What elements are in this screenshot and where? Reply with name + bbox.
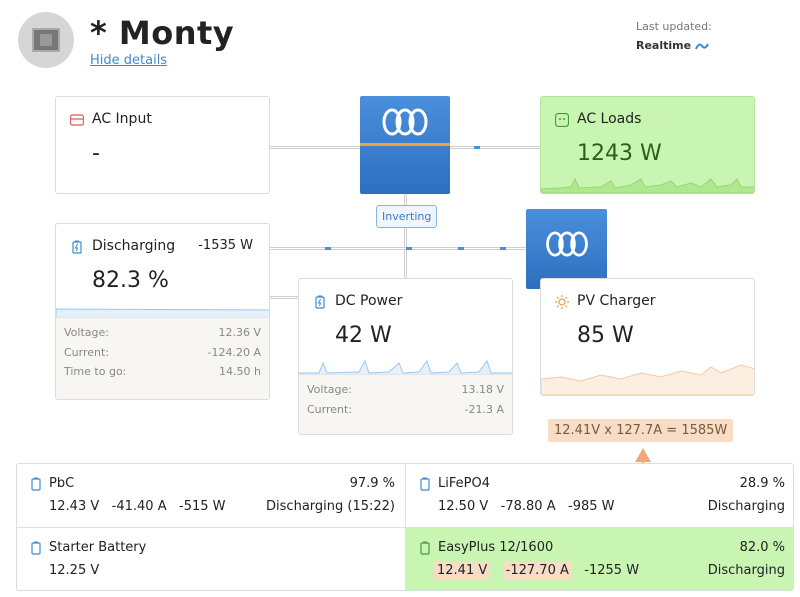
highlighted-current: -127.70 A	[503, 562, 572, 579]
flow-dot	[458, 247, 464, 250]
battery-power: -1535 W	[198, 238, 253, 253]
battery-values: 12.25 V	[49, 563, 99, 578]
battery-name: LiFePO4	[438, 476, 490, 491]
battery-icon	[420, 541, 430, 555]
dc-power-value: 42 W	[335, 323, 392, 348]
battery-row-starter[interactable]: Starter Battery 12.25 V	[17, 528, 406, 591]
inverter-stripe	[360, 143, 450, 146]
battery-row-easyplus[interactable]: EasyPlus 12/1600 82.0 % 12.41 V -127.70 …	[406, 528, 794, 591]
highlighted-voltage: 12.41 V	[434, 562, 490, 579]
battery-soc: 28.9 %	[740, 476, 785, 491]
wave-icon	[695, 42, 709, 51]
ac-input-card[interactable]: AC Input -	[55, 96, 270, 194]
battery-name: EasyPlus 12/1600	[438, 540, 553, 555]
detail-row: Time to go:14.50 h	[64, 365, 261, 385]
battery-details: Voltage:12.36 V Current:-124.20 A Time t…	[56, 317, 269, 399]
detail-row: Current:-21.3 A	[307, 403, 504, 423]
sun-icon	[555, 295, 569, 309]
victron-logo	[542, 229, 592, 259]
realtime-label: Realtime	[636, 39, 691, 52]
flow-dot	[500, 247, 506, 250]
inverter-mode-badge: Inverting	[376, 205, 437, 228]
battery-card[interactable]: Discharging -1535 W 82.3 % Voltage:12.36…	[55, 223, 270, 400]
battery-state: Discharging	[92, 238, 175, 254]
connector-acin-inverter	[270, 146, 362, 149]
ac-input-title: AC Input	[92, 111, 152, 127]
page-title: * Monty	[90, 14, 234, 52]
ac-loads-title: AC Loads	[577, 111, 641, 127]
pv-charger-title: PV Charger	[577, 293, 655, 309]
hide-details-link[interactable]: Hide details	[90, 53, 167, 68]
battery-icon	[313, 295, 327, 309]
dc-power-card[interactable]: DC Power 42 W Voltage:13.18 V Current:-2…	[298, 278, 513, 435]
flow-dot	[474, 146, 480, 149]
battery-values: 12.50 V -78.80 A -985 W	[438, 499, 615, 514]
connector-dcpower	[270, 296, 300, 299]
battery-icon	[70, 240, 84, 254]
battery-icon	[31, 541, 41, 555]
dc-power-title: DC Power	[335, 293, 402, 309]
inverter-device[interactable]	[360, 96, 450, 194]
pv-charger-value: 85 W	[577, 323, 634, 348]
charger-device[interactable]	[526, 209, 607, 289]
battery-state: Discharging	[708, 563, 785, 578]
connector-dcbus	[270, 247, 528, 250]
battery-soc: 82.3 %	[92, 268, 169, 293]
battery-name: Starter Battery	[49, 540, 146, 555]
last-updated-label: Last updated:	[636, 20, 712, 33]
battery-soc: 97.9 %	[350, 476, 395, 491]
battery-row-lifepo4[interactable]: LiFePO4 28.9 % 12.50 V -78.80 A -985 W D…	[406, 464, 794, 528]
detail-row: Voltage:13.18 V	[307, 383, 504, 403]
battery-values: 12.43 V -41.40 A -515 W	[49, 499, 226, 514]
battery-name: PbC	[49, 476, 74, 491]
outlet-icon	[555, 113, 569, 127]
battery-icon	[31, 477, 41, 491]
last-updated-value: Realtime	[636, 39, 709, 52]
ac-loads-card[interactable]: AC Loads 1243 W	[540, 96, 755, 194]
detail-row: Current:-124.20 A	[64, 346, 261, 366]
battery-state: Discharging (15:22)	[266, 499, 395, 514]
device-icon	[32, 28, 60, 52]
battery-row-pbc[interactable]: PbC 97.9 % 12.43 V -41.40 A -515 W Disch…	[17, 464, 406, 528]
ac-loads-sparkline	[541, 173, 755, 193]
battery-icon	[420, 477, 430, 491]
battery-soc: 82.0 %	[740, 540, 785, 555]
pv-charger-sparkline	[541, 359, 755, 395]
ac-plug-icon	[70, 113, 84, 127]
victron-logo	[378, 106, 432, 138]
ac-loads-value: 1243 W	[577, 141, 662, 166]
detail-row: Voltage:12.36 V	[64, 326, 261, 346]
power-formula-annotation: 12.41V x 127.7A = 1585W	[548, 419, 733, 442]
connector-dcbus-dcpower	[404, 250, 407, 278]
ac-input-value: -	[92, 141, 100, 166]
battery-state: Discharging	[708, 499, 785, 514]
site-avatar	[18, 12, 74, 68]
connector-inverter-acloads	[448, 146, 542, 149]
battery-list: PbC 97.9 % 12.43 V -41.40 A -515 W Disch…	[16, 463, 794, 591]
pv-charger-card[interactable]: PV Charger 85 W	[540, 278, 755, 396]
dc-power-details: Voltage:13.18 V Current:-21.3 A	[299, 374, 512, 434]
flow-dot	[325, 247, 331, 250]
battery-values: 12.41 V -127.70 A -1255 W	[434, 563, 639, 578]
